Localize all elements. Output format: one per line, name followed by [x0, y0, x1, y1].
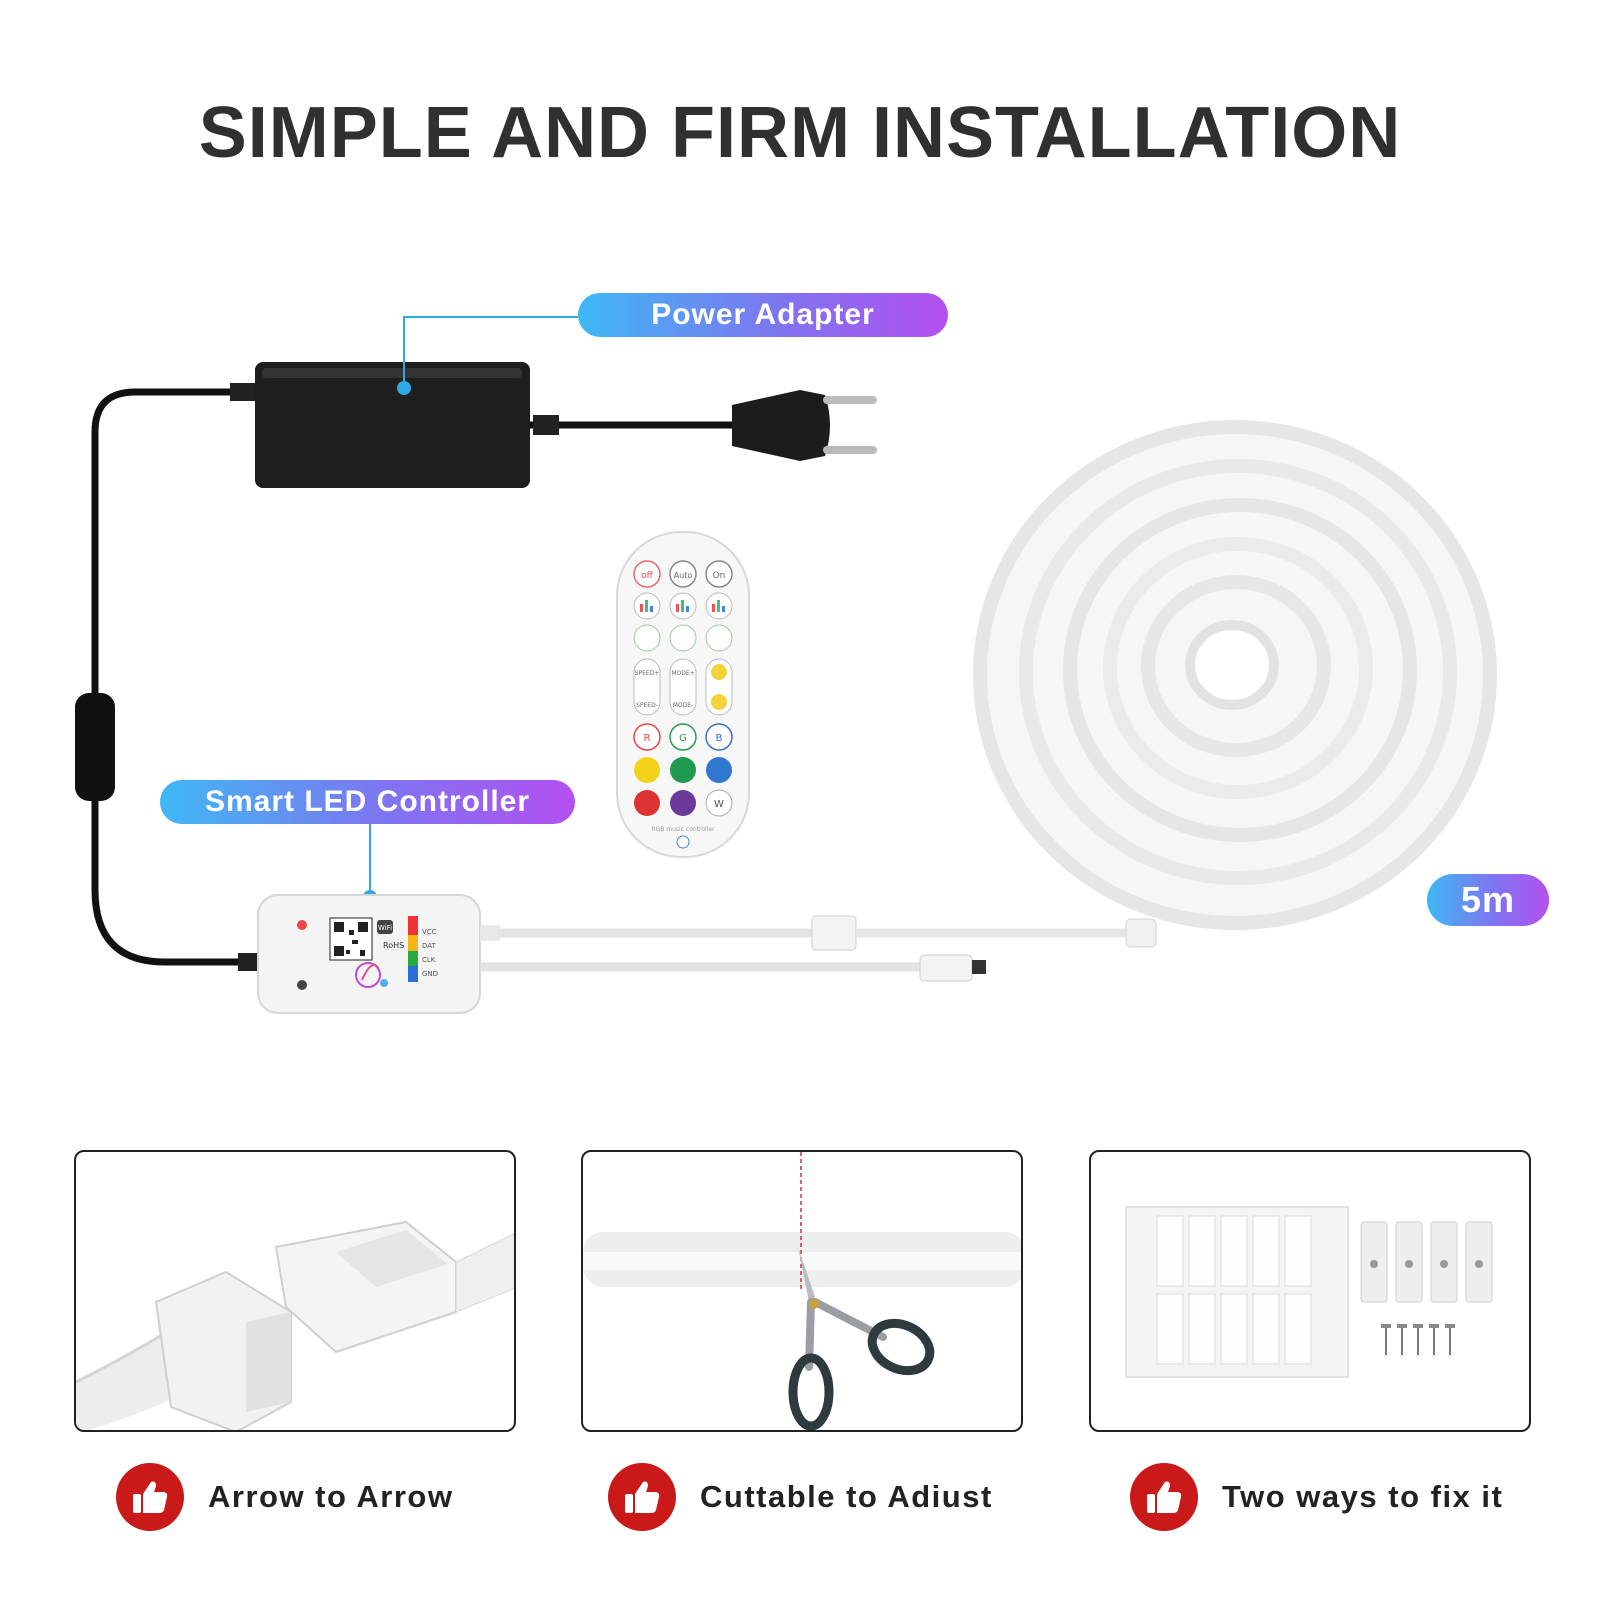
inline-connector [811, 915, 857, 951]
page-title: SIMPLE AND FIRM INSTALLATION [198, 93, 1402, 173]
adapter-leader-line [403, 316, 578, 388]
remote-auto-button: Auto [674, 571, 693, 580]
power-adapter-label: Power Adapter [578, 293, 948, 337]
thumbs-up-icon [608, 1463, 676, 1531]
thumbs-up-icon [1130, 1463, 1198, 1531]
strip-end-cap [1125, 918, 1157, 948]
plug-pin-top [823, 396, 877, 404]
panel-arrow-connector [74, 1150, 516, 1432]
remote-speed-minus: SPEED- [636, 702, 658, 709]
remote-on-button: On [713, 571, 726, 581]
panel-cuttable [581, 1150, 1023, 1432]
remote-w-button: W [714, 799, 724, 810]
feature-cuttable: Cuttable to Adiust [608, 1462, 993, 1532]
wifi-text: WiFi [378, 924, 392, 932]
feature-label: Arrow to Arrow [208, 1479, 454, 1514]
smart-controller-label: Smart LED Controller [160, 780, 575, 824]
feature-two-ways-fix: Two ways to fix it [1130, 1462, 1503, 1532]
feature-label: Cuttable to Adiust [700, 1479, 993, 1514]
screws [1381, 1324, 1455, 1355]
scissors-icon [788, 1247, 935, 1430]
plug-pin-bottom [823, 446, 877, 454]
remote-mode-plus: MODE+ [671, 670, 694, 677]
pin-clk: CLK [422, 956, 436, 964]
remote-r-button: R [644, 733, 651, 744]
thumbs-up-icon [116, 1463, 184, 1531]
remote-mode-minus: MODE- [673, 702, 693, 709]
remote-g-button: G [679, 733, 687, 744]
dc-cable [91, 388, 260, 966]
pin-dat: DAT [422, 942, 437, 950]
wifi-badge [377, 920, 393, 934]
panel-fixing [1089, 1150, 1531, 1432]
eu-plug [732, 390, 830, 461]
remote-control: off Auto On SPEED+ SPEED- MODE+ MODE- [616, 531, 750, 858]
pin-vcc: VCC [422, 928, 437, 936]
remote-off-button: off [641, 571, 654, 581]
aux-connector [919, 954, 973, 982]
remote-speed-plus: SPEED+ [635, 670, 660, 677]
power-adapter [255, 362, 530, 488]
mounting-clips [1360, 1221, 1493, 1303]
feature-label: Two ways to fix it [1222, 1479, 1504, 1514]
remote-b-button: B [716, 733, 723, 744]
music-note-icon [355, 962, 388, 988]
remote-footer-text: RGB music controller [651, 826, 715, 833]
female-connector [274, 1220, 457, 1354]
feature-arrow-to-arrow: Arrow to Arrow [116, 1462, 453, 1532]
ferrite-choke [75, 693, 115, 801]
length-badge: 5m [1427, 874, 1549, 926]
rohs-text: RoHS [383, 941, 404, 950]
neon-strip-coil [973, 420, 1497, 930]
pin-gnd: GND [422, 970, 438, 978]
